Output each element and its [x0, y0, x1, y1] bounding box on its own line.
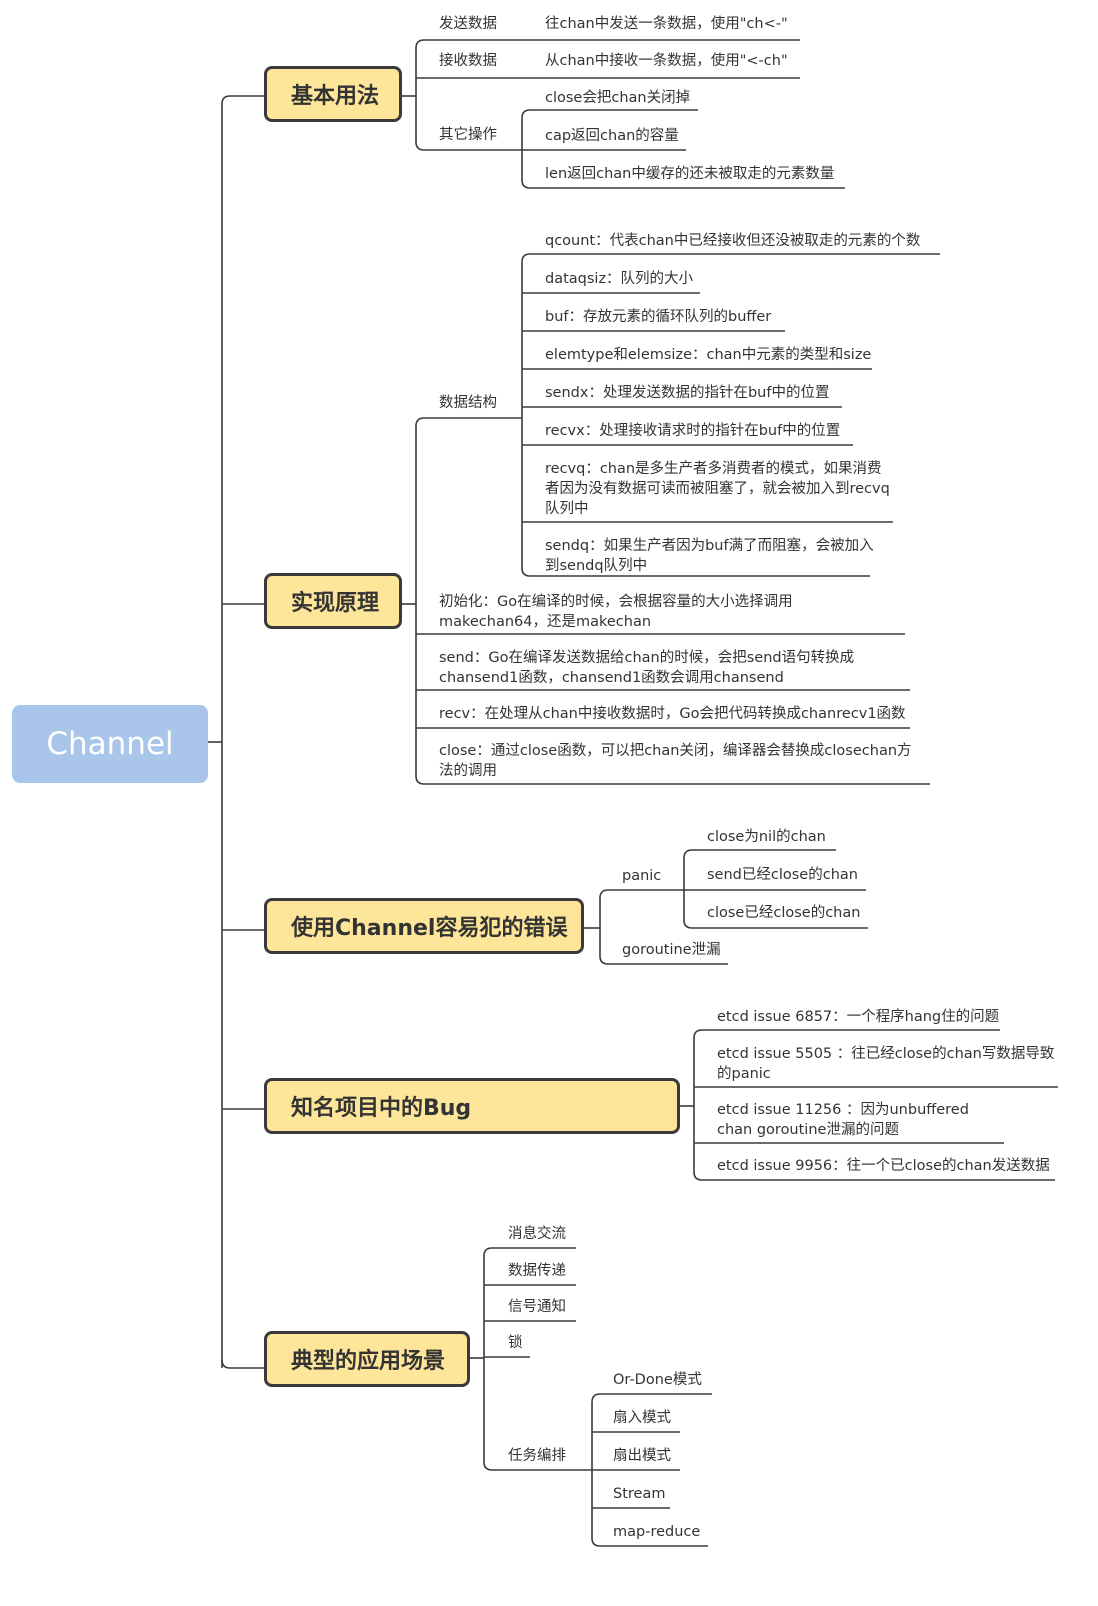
other-ops-item: cap返回chan的容量 [545, 128, 679, 144]
goroutine-leak: goroutine泄漏 [622, 942, 721, 958]
init-note: 初始化：Go在编译的时候，会根据容量的大小选择调用makechan64，还是ma… [439, 594, 793, 630]
ds-field: buf：存放元素的循环队列的buffer [545, 309, 772, 325]
send-note: send：Go在编译发送数据给chan的时候，会把send语句转换成chanse… [439, 650, 855, 686]
panic-label: panic [622, 868, 662, 884]
root-node[interactable]: Channel [12, 705, 208, 783]
branch-use-cases[interactable]: 典型的应用场景 [264, 1331, 470, 1387]
ds-field: qcount：代表chan中已经接收但还没被取走的元素的个数 [545, 233, 921, 249]
bug-item: etcd issue 9956：往一个已close的chan发送数据 [717, 1158, 1050, 1174]
orch-pattern: 扇入模式 [613, 1410, 671, 1426]
branch-known-bugs[interactable]: 知名项目中的Bug [264, 1078, 680, 1134]
orch-pattern: 扇出模式 [613, 1448, 671, 1464]
use-case-item: 信号通知 [508, 1299, 566, 1315]
ds-field: sendx：处理发送数据的指针在buf中的位置 [545, 385, 830, 401]
task-orchestration-label: 任务编排 [508, 1448, 566, 1464]
recv-data-text: 从chan中接收一条数据，使用"<-ch" [545, 53, 788, 69]
bug-item: etcd issue 11256 ：因为unbuffered chan goro… [717, 1102, 969, 1138]
other-ops-item: close会把chan关闭掉 [545, 90, 691, 106]
ds-field: dataqsiz：队列的大小 [545, 271, 694, 287]
use-case-item: 数据传递 [508, 1263, 566, 1279]
branch-implementation[interactable]: 实现原理 [264, 573, 402, 629]
bug-item: etcd issue 5505 ：往已经close的chan写数据导致的pani… [717, 1046, 1055, 1082]
ds-field: recvq：chan是多生产者多消费者的模式，如果消费者因为没有数据可读而被阻塞… [545, 461, 890, 517]
recv-data-label: 接收数据 [439, 53, 497, 69]
send-data-text: 往chan中发送一条数据，使用"ch<-" [545, 16, 788, 32]
branch-common-mistakes[interactable]: 使用Channel容易犯的错误 [264, 898, 584, 954]
ds-field: recvx：处理接收请求时的指针在buf中的位置 [545, 423, 841, 439]
recv-note: recv：在处理从chan中接收数据时，Go会把代码转换成chanrecv1函数 [439, 706, 906, 722]
panic-item: close已经close的chan [707, 905, 861, 921]
use-case-item: 锁 [508, 1335, 523, 1351]
branch-basic-usage[interactable]: 基本用法 [264, 66, 402, 122]
ds-field: elemtype和elemsize：chan中元素的类型和size [545, 347, 872, 363]
orch-pattern: map-reduce [613, 1524, 701, 1540]
other-ops-item: len返回chan中缓存的还未被取走的元素数量 [545, 166, 835, 182]
orch-pattern: Or-Done模式 [613, 1372, 702, 1388]
panic-item: close为nil的chan [707, 829, 826, 845]
panic-item: send已经close的chan [707, 867, 858, 883]
bug-item: etcd issue 6857：一个程序hang住的问题 [717, 1009, 1000, 1025]
ds-field: sendq：如果生产者因为buf满了而阻塞，会被加入到sendq队列中 [545, 538, 874, 574]
use-case-item: 消息交流 [508, 1226, 566, 1242]
data-structure-label: 数据结构 [439, 395, 497, 411]
orch-pattern: Stream [613, 1486, 666, 1502]
send-data-label: 发送数据 [439, 16, 497, 32]
other-ops-label: 其它操作 [439, 127, 497, 143]
close-note: close：通过close函数，可以把chan关闭，编译器会替换成closech… [439, 743, 912, 779]
